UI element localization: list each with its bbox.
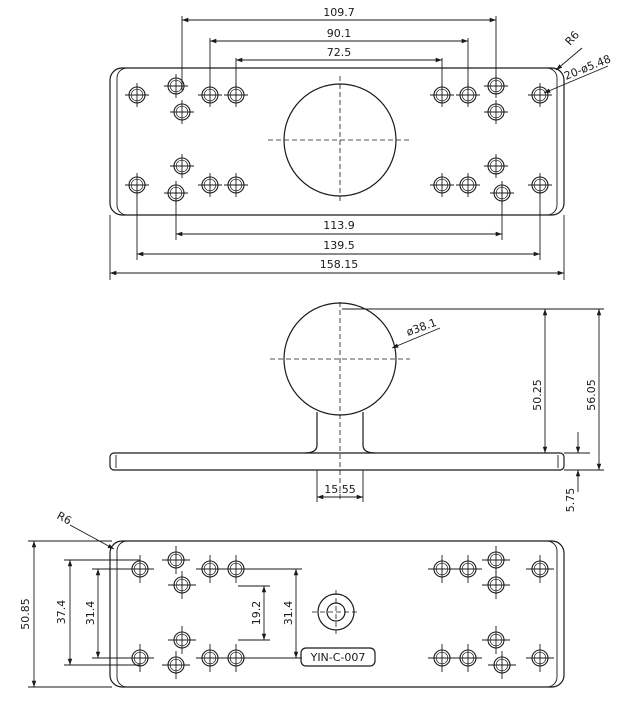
dim-50-85: 50.85 bbox=[19, 598, 32, 630]
part-label: YIN-C-007 bbox=[310, 651, 366, 664]
mounting-hole bbox=[482, 571, 510, 599]
mounting-hole bbox=[428, 644, 456, 672]
mounting-hole bbox=[526, 644, 554, 672]
dim-5-75: 5.75 bbox=[564, 488, 577, 513]
side-neck bbox=[316, 412, 364, 445]
mounting-hole bbox=[526, 555, 554, 583]
side-view: 50.25 56.05 5.75 15.55 ø38.1 bbox=[109, 302, 604, 513]
top-view: 109.7 90.1 72.5 113.9 139.5 158.15 R6 20… bbox=[109, 6, 613, 280]
mounting-hole bbox=[170, 154, 194, 178]
dim-56-05: 56.05 bbox=[585, 379, 598, 411]
mounting-hole bbox=[168, 626, 196, 654]
mounting-hole bbox=[482, 626, 510, 654]
dim-15-55: 15.55 bbox=[324, 483, 356, 496]
mounting-hole bbox=[224, 173, 248, 197]
dim-109-7: 109.7 bbox=[323, 6, 355, 19]
top-plate-inner-outline bbox=[116, 67, 558, 216]
mounting-hole bbox=[168, 571, 196, 599]
mounting-hole bbox=[488, 651, 516, 679]
part-label-box bbox=[300, 647, 376, 667]
mounting-hole bbox=[430, 173, 454, 197]
mounting-hole bbox=[454, 644, 482, 672]
dim-31-4-left: 31.4 bbox=[84, 601, 97, 626]
top-radius-label: R6 bbox=[563, 28, 582, 48]
dim-139-5: 139.5 bbox=[323, 239, 355, 252]
mounting-hole bbox=[456, 173, 480, 197]
mounting-hole bbox=[162, 651, 190, 679]
mounting-hole bbox=[428, 555, 456, 583]
dim-72-5: 72.5 bbox=[327, 46, 352, 59]
mounting-hole bbox=[196, 555, 224, 583]
dim-31-4-right: 31.4 bbox=[282, 601, 295, 626]
dim-90-1: 90.1 bbox=[327, 27, 352, 40]
bottom-radius-label: R6 bbox=[55, 509, 74, 527]
mounting-hole bbox=[164, 74, 188, 98]
mounting-hole bbox=[484, 154, 508, 178]
mounting-hole bbox=[222, 644, 250, 672]
side-plate bbox=[109, 452, 565, 471]
bottom-view: YIN-C-007 50.85 37.4 31.4 19.2 31.4 R6 bbox=[19, 509, 565, 688]
mounting-hole bbox=[196, 644, 224, 672]
mounting-hole bbox=[170, 100, 194, 124]
top-mounting-holes bbox=[125, 74, 552, 205]
bottom-plate-inner-outline bbox=[116, 540, 558, 688]
mounting-hole bbox=[125, 83, 149, 107]
dim-50-25: 50.25 bbox=[531, 379, 544, 411]
dim-113-9: 113.9 bbox=[323, 219, 355, 232]
mounting-hole bbox=[528, 83, 552, 107]
mounting-hole bbox=[198, 173, 222, 197]
dim-37-4: 37.4 bbox=[55, 600, 68, 625]
dim-19-2: 19.2 bbox=[250, 601, 263, 626]
mounting-hole bbox=[482, 546, 510, 574]
mounting-hole bbox=[162, 546, 190, 574]
dim-158-15: 158.15 bbox=[320, 258, 359, 271]
mounting-hole bbox=[454, 555, 482, 583]
mounting-hole bbox=[484, 100, 508, 124]
